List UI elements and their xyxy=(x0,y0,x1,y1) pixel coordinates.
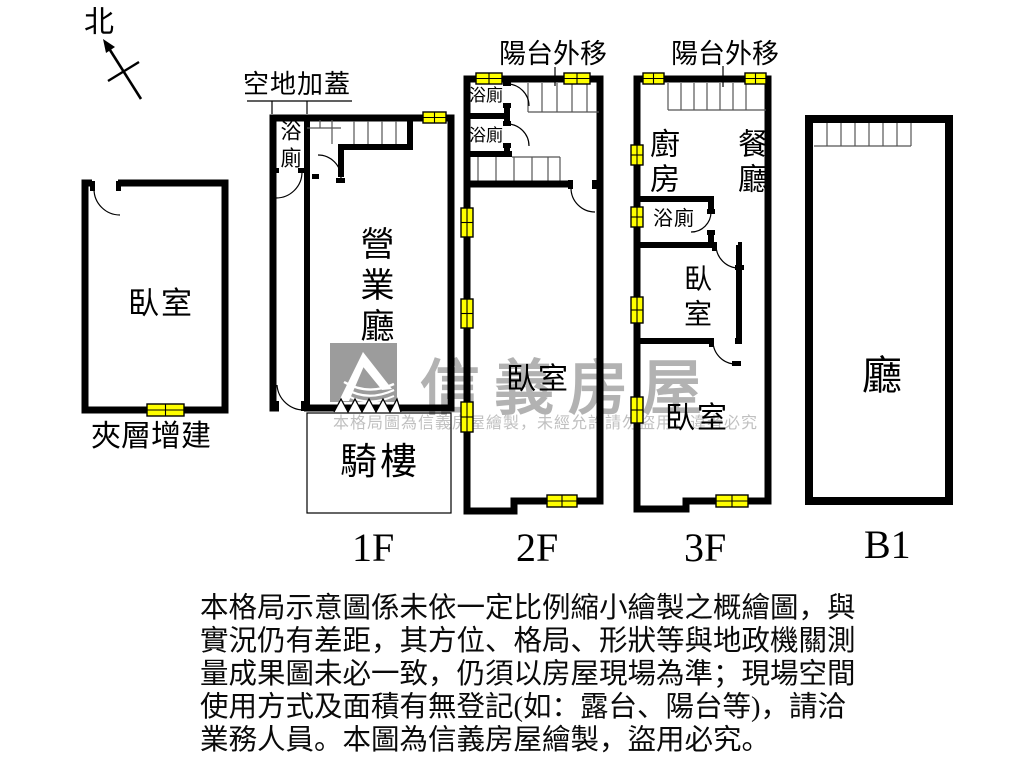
window xyxy=(475,72,503,85)
window xyxy=(630,296,644,324)
floor2-bath1-label: 浴廁 xyxy=(469,86,503,105)
floor1-hall-label: 營業廳 xyxy=(355,226,392,349)
window xyxy=(460,401,474,433)
window xyxy=(630,396,644,424)
north-label: 北 xyxy=(84,6,114,39)
door-arc xyxy=(712,340,737,365)
window xyxy=(146,403,185,417)
window xyxy=(460,298,474,329)
floor2-annotation: 陽台外移 xyxy=(499,39,607,69)
floor1-bath-label: 浴廁 xyxy=(278,120,302,174)
stairs xyxy=(527,83,599,113)
watermark-notice-text: 本格局圖為信義房屋繪製，未經允許請勿盜用，違者必究 xyxy=(333,415,759,432)
sinyi-logo-icon xyxy=(330,343,397,403)
disclaimer-line: 使用方式及面積有無登記(如：露台、陽台等)，請洽 xyxy=(200,692,846,723)
floor3-annotation: 陽台外移 xyxy=(671,39,779,69)
floor1-caption: 1F xyxy=(352,525,395,570)
mezzanine-bedroom-label: 臥室 xyxy=(128,286,194,321)
door-arc xyxy=(506,83,530,107)
window xyxy=(546,494,578,508)
stairs xyxy=(307,120,397,144)
floor1-annotation: 空地加蓋 xyxy=(243,70,352,99)
door-arc xyxy=(506,123,530,147)
door-arc xyxy=(317,154,342,179)
window xyxy=(630,206,644,228)
door-arc xyxy=(715,244,740,269)
basement-plan xyxy=(805,115,953,505)
mezzanine-caption: 夾層增建 xyxy=(91,420,211,453)
floor3-dining-label: 餐廳 xyxy=(733,128,766,198)
mezzanine-plan xyxy=(81,176,229,417)
door-arc xyxy=(570,187,596,213)
disclaimer-line: 業務人員。本圖為信義房屋繪製，盜用必究。 xyxy=(200,725,771,756)
window xyxy=(422,111,447,124)
floor1-plan xyxy=(247,100,455,514)
door-arc xyxy=(275,171,303,199)
door-arc xyxy=(276,384,305,411)
floor2-bedroom-label: 臥室 xyxy=(506,363,570,396)
window xyxy=(563,72,591,85)
floor2-plan xyxy=(460,67,604,515)
window xyxy=(744,72,767,85)
floor3-plan xyxy=(630,66,772,513)
floor3-caption: 3F xyxy=(684,525,727,570)
door-arc xyxy=(690,211,712,233)
disclaimer-line: 本格局示意圖係未依一定比例縮小繪製之概繪圖，與 xyxy=(200,593,856,624)
stairs xyxy=(814,123,912,147)
floor3-bedroom-low-label: 臥室 xyxy=(665,402,729,435)
floor1-arcade-label: 騎樓 xyxy=(340,442,420,483)
disclaimer-line: 量成果圖未必一致，仍須以房屋現場為準；現場空間 xyxy=(200,659,856,690)
window xyxy=(715,494,749,508)
window xyxy=(642,72,665,85)
floor3-bedroom-mid-label: 臥室 xyxy=(680,264,711,334)
basement-hall-label: 廳 xyxy=(862,353,902,398)
door-arc xyxy=(93,188,121,216)
floor2-bath2-label: 浴廁 xyxy=(469,126,503,145)
stairs xyxy=(477,156,561,181)
floor2-caption: 2F xyxy=(516,525,559,570)
entrance-zigzag xyxy=(333,397,402,414)
disclaimer-line: 實況仍有差距，其方位、格局、形狀等與地政機關測 xyxy=(200,626,856,657)
window xyxy=(460,207,474,238)
basement-caption: B1 xyxy=(864,522,911,567)
floor3-bath-label: 浴廁 xyxy=(653,208,695,230)
window xyxy=(630,144,644,166)
north-arrow xyxy=(103,39,143,100)
stairs xyxy=(667,83,766,111)
floor3-kitchen-label: 廚房 xyxy=(645,128,678,198)
annotation-leader xyxy=(247,100,352,114)
disclaimer-text: 本格局示意圖係未依一定比例縮小繪製之概繪圖，與 實況仍有差距，其方位、格局、形狀… xyxy=(200,592,856,757)
arcade-outline xyxy=(306,412,452,514)
